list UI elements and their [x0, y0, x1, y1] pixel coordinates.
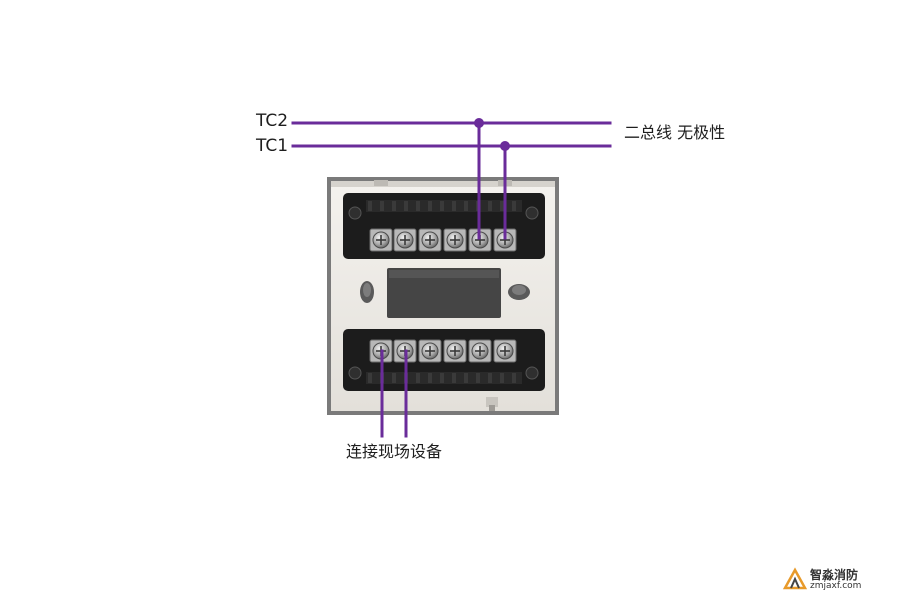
terminal-screws — [369, 339, 517, 363]
terminal-ridge — [464, 373, 468, 383]
field-device-label: 连接现场设备 — [346, 442, 443, 461]
terminal-ridge — [404, 201, 408, 211]
device-inner-shadow — [331, 181, 555, 187]
junction-dots — [474, 118, 510, 151]
screw-terminal-icon[interactable] — [443, 228, 467, 252]
terminal-ridge — [380, 201, 384, 211]
terminal-ridge — [452, 373, 456, 383]
logo-url: zmjaxf.com — [810, 581, 862, 591]
tc1-junction-dot — [500, 141, 510, 151]
display-window — [387, 268, 501, 318]
screw-terminal-icon[interactable] — [418, 228, 442, 252]
terminal-ridge — [416, 373, 420, 383]
terminal-ridge — [464, 201, 468, 211]
terminal-ridge — [416, 201, 420, 211]
terminal-screws — [369, 228, 517, 252]
tc2-junction-dot — [474, 118, 484, 128]
display-window-glare — [389, 270, 499, 278]
screw-terminal-icon[interactable] — [468, 228, 492, 252]
terminal-ridge — [368, 373, 372, 383]
mount-screw — [348, 366, 362, 380]
top-terminal-block — [343, 193, 545, 259]
terminal-ridge — [440, 373, 444, 383]
bottom-clip-tab — [489, 405, 495, 411]
terminal-ridge — [476, 373, 480, 383]
wiring — [291, 121, 612, 438]
mount-screw — [348, 206, 362, 220]
terminal-ridge — [452, 201, 456, 211]
terminal-ridge — [500, 201, 504, 211]
watermark-logo: 智淼消防 zmjaxf.com — [782, 566, 892, 594]
terminal-ridge — [428, 201, 432, 211]
bottom-clip — [486, 397, 498, 407]
terminal-ridge — [392, 201, 396, 211]
bottom-terminal-block — [343, 329, 545, 391]
mount-screw — [525, 206, 539, 220]
screw-terminal-icon[interactable] — [468, 339, 492, 363]
mount-hole-right-inner — [512, 285, 526, 295]
terminal-ridge — [488, 201, 492, 211]
screw-terminal-icon[interactable] — [443, 339, 467, 363]
screw-terminal-icon[interactable] — [418, 339, 442, 363]
terminal-ridge — [488, 373, 492, 383]
mount-hole-left-inner — [363, 283, 371, 297]
mount-screw — [525, 366, 539, 380]
terminal-ridge — [512, 373, 516, 383]
screw-terminal-icon[interactable] — [393, 228, 417, 252]
terminal-ridge — [428, 373, 432, 383]
terminal-ridge — [440, 201, 444, 211]
terminal-ridge — [368, 201, 372, 211]
logo-mark-icon — [782, 567, 808, 590]
top-clip — [374, 180, 388, 186]
screw-terminal-icon[interactable] — [493, 339, 517, 363]
tc1-label: TC1 — [256, 136, 289, 156]
module-device — [327, 177, 559, 415]
terminal-ridge — [392, 373, 396, 383]
terminal-ridge — [512, 201, 516, 211]
terminal-ridge — [500, 373, 504, 383]
bus-label: 二总线 无极性 — [624, 123, 726, 142]
tc2-label: TC2 — [256, 111, 289, 131]
screw-terminal-icon[interactable] — [369, 228, 393, 252]
logo-name: 智淼消防 — [810, 568, 859, 582]
screw-terminal-icon[interactable] — [493, 228, 517, 252]
